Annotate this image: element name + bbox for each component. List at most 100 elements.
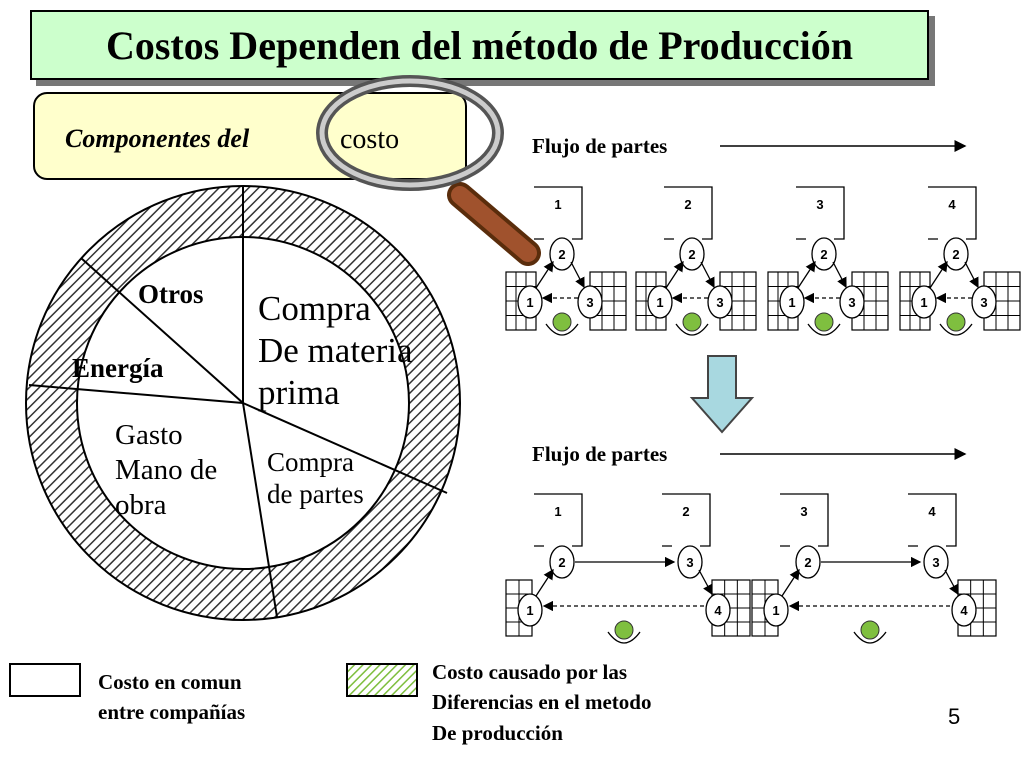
process-node-left: 1 <box>517 285 543 319</box>
worker-head <box>814 312 834 332</box>
pie-label-otros: Otros <box>138 279 204 309</box>
worker-arc <box>545 323 579 336</box>
machine-box-outline <box>796 186 845 240</box>
process-node: 1 <box>763 593 789 627</box>
worker-head <box>682 312 702 332</box>
process-node-right: 3 <box>707 285 733 319</box>
flow-step-arrow <box>964 261 979 289</box>
machine-number: 4 <box>928 504 936 519</box>
process-node-left: 1 <box>779 285 805 319</box>
process-node-label: 2 <box>952 247 959 262</box>
worker-head <box>946 312 966 332</box>
process-node <box>811 237 837 271</box>
process-node <box>679 237 705 271</box>
process-node-label: 4 <box>714 603 722 618</box>
machine-box-outline <box>534 186 583 240</box>
process-node-label: 3 <box>848 295 855 310</box>
machine-number: 3 <box>816 197 823 212</box>
machine-number: 1 <box>554 504 561 519</box>
transform-arrow-icon <box>689 355 755 434</box>
process-node-label: 3 <box>980 295 987 310</box>
legend-caused-swatch <box>346 663 418 697</box>
process-node-label: 4 <box>960 603 968 618</box>
process-node-center: 2 <box>679 237 705 271</box>
machine-box-outline <box>662 493 711 547</box>
components-label: Componentes del <box>65 124 250 153</box>
bottom-flow-group: 3 4 2 3 1 4 <box>751 493 997 644</box>
process-node <box>839 285 865 319</box>
machine-number: 1 <box>554 197 561 212</box>
process-node <box>707 285 733 319</box>
pie-label-mano-obra: Gasto Mano de obra <box>115 418 217 522</box>
process-node: 4 <box>951 593 977 627</box>
worker-icon <box>807 312 841 336</box>
components-box: Componentes del costo <box>33 92 467 180</box>
flow-step-arrow <box>535 260 554 289</box>
process-node-label: 1 <box>788 295 795 310</box>
process-node-label: 2 <box>804 555 811 570</box>
machine-number: 2 <box>682 504 689 519</box>
page-number: 5 <box>948 704 961 729</box>
worker-arc <box>807 323 841 336</box>
process-node-label: 2 <box>558 247 565 262</box>
machine-box: 4 <box>908 493 957 547</box>
pie-label-mano-obra-line: Gasto <box>115 419 183 451</box>
machine-box: 3 <box>780 493 829 547</box>
machine-box: 2 <box>664 186 713 240</box>
pie-label-partes-line: Compra <box>267 447 354 477</box>
process-node: 2 <box>549 545 575 579</box>
process-node <box>577 285 603 319</box>
process-node: 3 <box>677 545 703 579</box>
process-node-label: 1 <box>920 295 927 310</box>
machine-number: 2 <box>684 197 691 212</box>
pie-label-materia: Compra De materia prima <box>258 288 413 414</box>
process-node <box>951 593 977 627</box>
top-flow-cell: 1 2 1 3 <box>505 186 627 336</box>
process-node-left: 1 <box>647 285 673 319</box>
process-node-right: 3 <box>839 285 865 319</box>
machine-grid-right <box>983 271 1021 331</box>
process-node-label: 3 <box>586 295 593 310</box>
process-node <box>763 593 789 627</box>
process-node-label: 3 <box>932 555 939 570</box>
process-node-label: 3 <box>686 555 693 570</box>
process-node <box>923 545 949 579</box>
worker-arc <box>853 631 887 644</box>
machine-box-outline <box>534 493 583 547</box>
process-node-left: 1 <box>911 285 937 319</box>
worker-arc <box>607 631 641 644</box>
process-node-center: 2 <box>549 237 575 271</box>
flow-label-bottom: Flujo de partes <box>532 442 668 466</box>
flow-step-arrow <box>570 261 585 289</box>
machine-box: 1 <box>534 186 583 240</box>
machine-box: 2 <box>662 493 711 547</box>
process-node <box>549 237 575 271</box>
pie-label-materia-line: De materia <box>258 331 413 370</box>
worker-icon <box>545 312 579 336</box>
flow-step-arrow <box>929 260 948 289</box>
machine-box-outline <box>928 186 977 240</box>
flow-step-arrow <box>832 261 847 289</box>
worker-arc <box>675 323 709 336</box>
legend-caused-text: Costo causado por las Diferencias en el … <box>432 657 651 748</box>
components-word: costo <box>340 124 400 155</box>
machine-grid-right <box>957 579 997 637</box>
process-node-right: 3 <box>577 285 603 319</box>
process-node <box>517 593 543 627</box>
legend-common-text: Costo en comun entre compañías <box>98 667 245 728</box>
flow-step-arrow <box>535 568 554 597</box>
process-node-right: 3 <box>971 285 997 319</box>
process-node-label: 2 <box>820 247 827 262</box>
process-node <box>971 285 997 319</box>
process-node <box>677 545 703 579</box>
machine-box: 1 <box>534 493 583 547</box>
process-node <box>705 593 731 627</box>
flow-step-arrow <box>698 569 713 596</box>
worker-head <box>614 620 634 640</box>
pie-label-partes-line: de partes <box>267 479 364 510</box>
